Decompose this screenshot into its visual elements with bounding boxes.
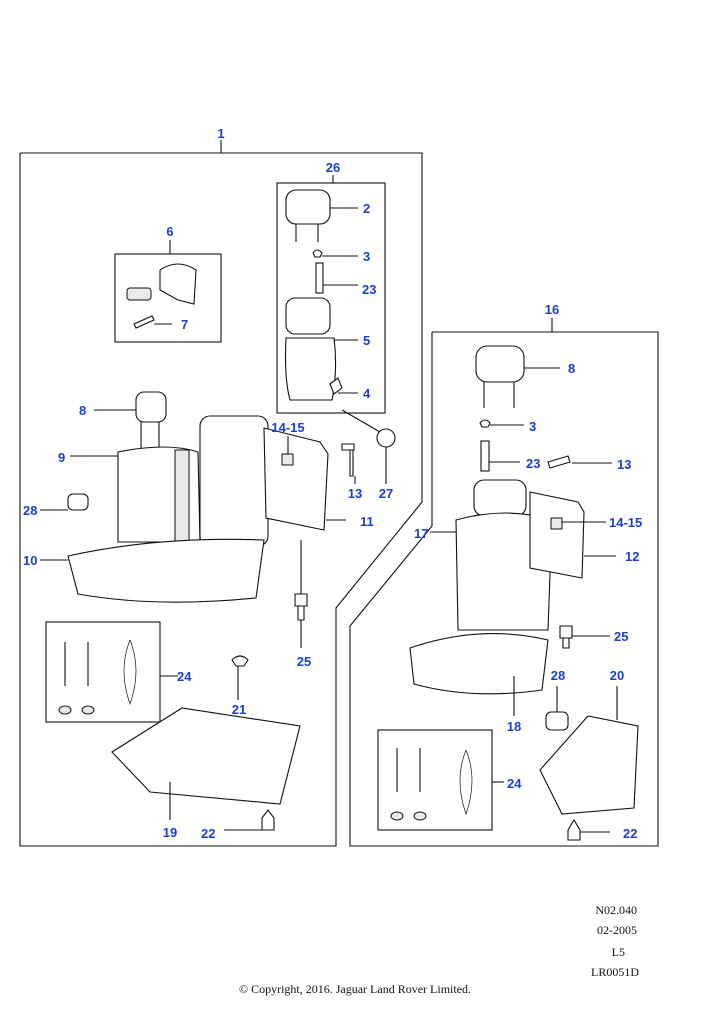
clip-part [567, 818, 581, 841]
floor-tray-part [111, 707, 301, 805]
guide-part [479, 419, 491, 428]
drawing-variant: L5 [612, 945, 625, 959]
clip-part [281, 453, 294, 466]
bump-stop-part [545, 711, 569, 731]
rear-bench-seat-group [19, 140, 423, 847]
callout-24: 24 [177, 669, 192, 684]
seat-belt [174, 449, 190, 551]
callout-11: 11 [360, 514, 374, 529]
callout-5: 5 [363, 333, 370, 348]
washer-part [58, 705, 72, 715]
callout-8: 8 [568, 361, 575, 376]
group-1-border [19, 152, 423, 847]
callout-4: 4 [363, 386, 371, 401]
seat-cushion [409, 633, 549, 695]
copyright-notice: © Copyright, 2016. Jaguar Land Rover Lim… [239, 982, 471, 996]
callout-2: 2 [363, 201, 370, 216]
callout-14-15: 14-15 [271, 420, 304, 435]
callout-22: 22 [201, 826, 215, 841]
callout-14-15: 14-15 [609, 515, 642, 530]
drawing-code: N02.040 [595, 903, 637, 917]
callout-26: 26 [326, 160, 340, 175]
callout-27: 27 [379, 486, 393, 501]
guide-tube-part [315, 262, 324, 294]
button-part [126, 287, 152, 301]
callout-19: 19 [163, 825, 177, 840]
clip-part [550, 517, 563, 530]
callout-21: 21 [232, 702, 246, 717]
callout-3: 3 [529, 419, 536, 434]
bolt-part [547, 455, 571, 469]
callout-20: 20 [610, 668, 624, 683]
bench-back-right [199, 415, 269, 547]
callout-23: 23 [526, 456, 540, 471]
callout-13: 13 [348, 486, 362, 501]
back-panel-part [529, 491, 585, 579]
trim-cover-part [159, 263, 197, 305]
cable-tie-part [123, 639, 137, 706]
callout-13: 13 [617, 457, 631, 472]
drawing-reference: LR0051D [591, 965, 639, 979]
callout-16: 16 [545, 302, 559, 317]
fastener-part [294, 593, 308, 621]
fastener-part [559, 625, 573, 649]
callout-9: 9 [58, 450, 65, 465]
guide-tube-part [480, 440, 490, 472]
callout-25: 25 [297, 654, 311, 669]
callout-10: 10 [23, 553, 37, 568]
front-seat-group [349, 318, 659, 847]
callout-12: 12 [625, 549, 639, 564]
group-26-border [276, 182, 386, 414]
washer-part [81, 705, 95, 715]
headrest-upper [285, 297, 331, 335]
callout-1: 1 [217, 126, 224, 141]
bench-headrest [135, 391, 167, 423]
drawing-date: 02-2005 [597, 923, 637, 937]
callout-24: 24 [507, 776, 522, 791]
screw-part [133, 315, 155, 329]
seat-headrest [473, 479, 527, 517]
callout-17: 17 [414, 526, 428, 541]
leader-washer [341, 409, 381, 433]
callout-28: 28 [23, 503, 37, 518]
push-pin-part [231, 655, 249, 667]
callout-7: 7 [181, 317, 188, 332]
callout-25: 25 [614, 629, 628, 644]
group-6-border [114, 253, 222, 343]
bump-stop-part [67, 493, 89, 511]
callout-18: 18 [507, 719, 521, 734]
callout-labels: 1 26 2 3 23 5 4 6 7 8 9 14-15 13 27 11 2… [23, 126, 642, 841]
back-panel-part [263, 427, 329, 531]
callout-23: 23 [362, 282, 376, 297]
bench-cushion [67, 538, 265, 603]
seat-back [455, 512, 553, 631]
seat-back-panel [284, 337, 337, 401]
washer-part [413, 811, 427, 821]
callout-6: 6 [166, 224, 173, 239]
guide-part [312, 249, 323, 258]
group-24-border [45, 621, 161, 723]
drawing-metadata: N02.040 02-2005 L5 LR0051D © Copyright, … [239, 903, 639, 996]
callout-22: 22 [623, 826, 637, 841]
group-16-border [349, 331, 659, 847]
latch-part [329, 377, 343, 395]
washer-part [390, 811, 404, 821]
clip-part [261, 809, 275, 831]
callout-28: 28 [551, 668, 565, 683]
bolt-part [341, 443, 355, 477]
headrest-part [285, 189, 331, 225]
callout-8: 8 [79, 403, 86, 418]
floor-tray-part [539, 715, 639, 815]
callout-3: 3 [363, 249, 370, 264]
group-24-border [377, 729, 493, 831]
headrest-part [475, 345, 525, 383]
cable-tie-part [459, 749, 473, 816]
